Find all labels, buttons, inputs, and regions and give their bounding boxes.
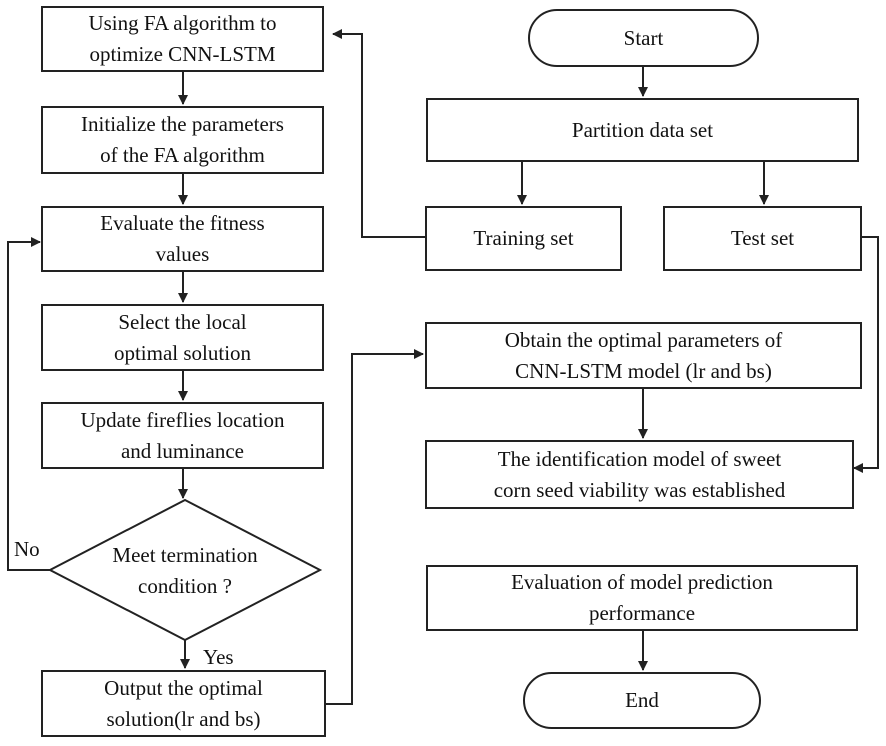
arrow-test-to-identification [853, 236, 879, 473]
fitness-line-2: values [155, 242, 210, 266]
init-line-1: Initialize the parameters [81, 112, 284, 136]
obtain-line-1: Obtain the optimal parameters of [504, 327, 783, 352]
fitness-line-1: Evaluate the fitness [100, 211, 265, 235]
init-line-2: of the FA algorithm [100, 143, 265, 167]
output-line-1: Output the optimal [104, 675, 263, 700]
partition-label: Partition data set [571, 117, 714, 142]
select-line-1: Select the local [118, 309, 247, 334]
termination-decision: Meet termination condition ? [80, 535, 290, 607]
update-fireflies-box: Update fireflies location and luminance [41, 402, 324, 469]
output-optimal-box: Output the optimal solution(lr and bs) [41, 670, 326, 737]
evaluate-fitness-box: Evaluate the fitness values [41, 206, 324, 272]
no-label: No [14, 537, 40, 561]
fa-line-2: optimize CNN-LSTM [89, 42, 276, 66]
select-local-optimal-box: Select the local optimal solution [41, 304, 324, 371]
arrow-output-to-obtain [326, 349, 424, 705]
identification-line-2: corn seed viability was established [493, 477, 786, 502]
evaluation-box: Evaluation of model prediction performan… [426, 565, 858, 631]
evaluation-line-2: performance [588, 601, 696, 625]
decision-line-2: condition ? [138, 574, 232, 598]
identification-model-box: The identification model of sweet corn s… [425, 440, 854, 509]
end-label: End [625, 688, 659, 712]
arrow-training-to-fa [332, 29, 425, 238]
initialize-parameters-box: Initialize the parameters of the FA algo… [41, 106, 324, 174]
output-line-2: solution(lr and bs) [106, 706, 261, 731]
start-terminal: Start [528, 9, 759, 67]
arrow-decision-no-loop [7, 237, 50, 571]
obtain-parameters-box: Obtain the optimal parameters of CNN-LST… [425, 322, 862, 389]
fa-line-1: Using FA algorithm to [88, 11, 277, 35]
fa-optimize-box: Using FA algorithm to optimize CNN-LSTM [41, 6, 324, 72]
partition-data-set-box: Partition data set [426, 98, 859, 162]
test-label: Test set [730, 226, 795, 250]
evaluation-line-1: Evaluation of model prediction [511, 570, 773, 594]
obtain-line-2: CNN-LSTM model (lr and bs) [515, 358, 772, 383]
update-line-1: Update fireflies location [80, 407, 285, 432]
decision-line-1: Meet termination [112, 543, 258, 567]
start-label: Start [623, 25, 664, 50]
identification-line-1: The identification model of sweet [497, 446, 782, 471]
test-set-box: Test set [663, 206, 862, 271]
update-line-2: and luminance [120, 438, 245, 463]
yes-label: Yes [203, 645, 234, 669]
training-label: Training set [473, 226, 574, 250]
end-terminal: End [523, 672, 761, 729]
training-set-box: Training set [425, 206, 622, 271]
select-line-2: optimal solution [113, 340, 252, 365]
